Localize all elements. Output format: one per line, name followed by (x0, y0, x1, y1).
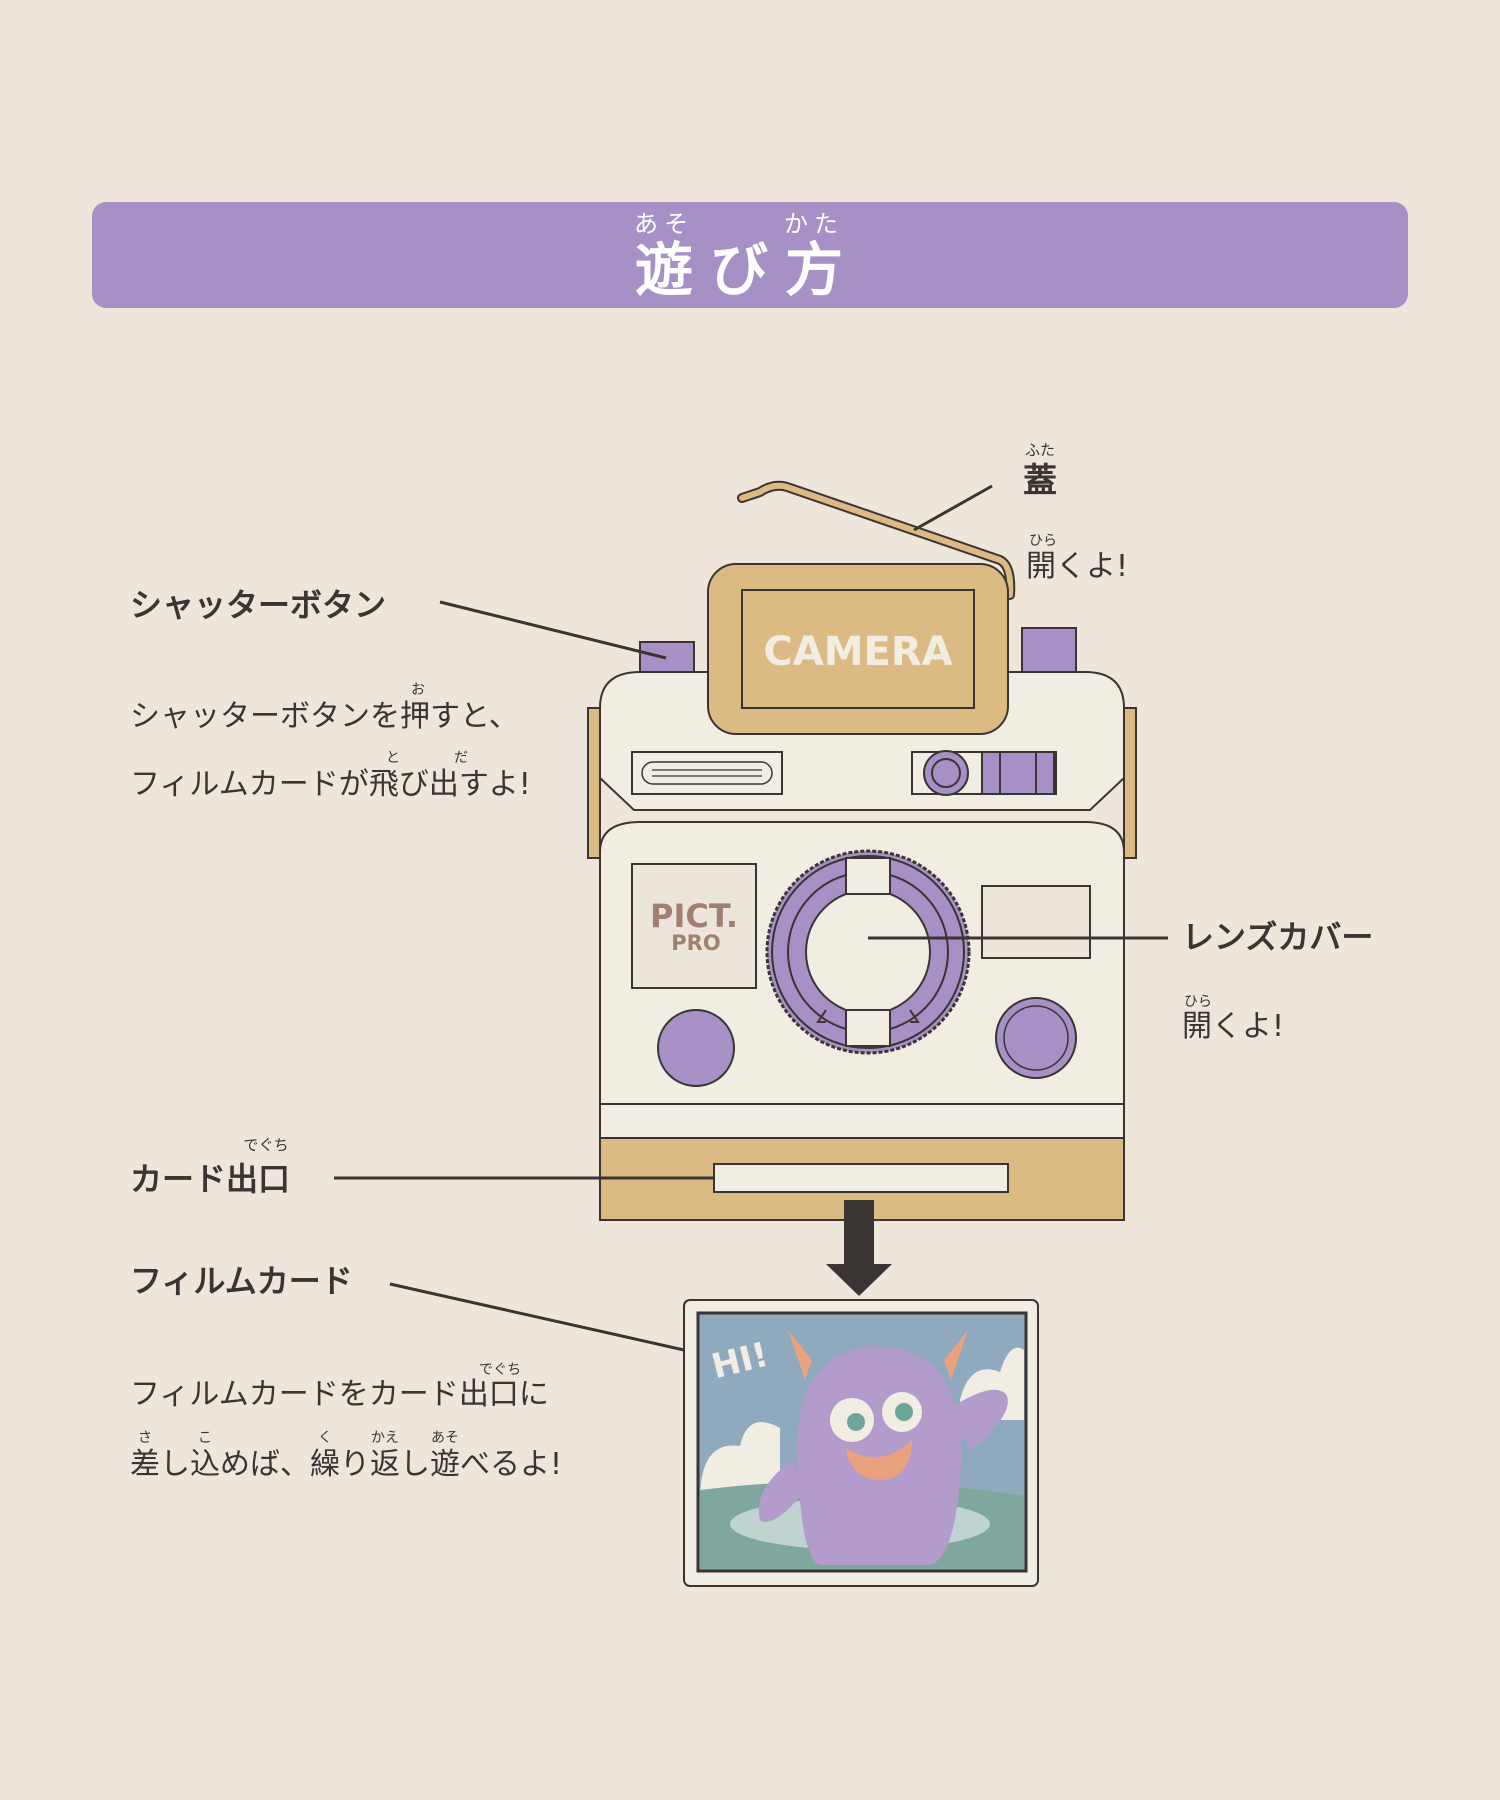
callout-lens: レンズカバー ひら 開くよ! (1182, 918, 1373, 1044)
flash-vent (631, 751, 783, 795)
lens-note-ruby: ひら (1184, 994, 1212, 1010)
shutter-title: シャッターボタン (130, 586, 386, 624)
header-ruby-3: かた (784, 210, 844, 238)
film-line2-ruby: さ (138, 1430, 152, 1446)
camera-lid-panel (741, 589, 975, 709)
lens-note-rest: くよ! (1212, 1009, 1284, 1044)
lid-title-ruby: ふた (1025, 441, 1055, 459)
lens-title: レンズカバー (1182, 918, 1373, 956)
callout-shutter: シャッターボタン お シャッターボタンを押すと、 と だ フィルムカードが飛び出… (130, 586, 531, 802)
lid-note-ruby: ひら (1029, 533, 1057, 549)
header-ruby-1: あそ (634, 210, 694, 238)
film-line1-ruby: でぐち (479, 1362, 521, 1378)
film-line2-segment: 込 (190, 1447, 220, 1482)
header: あそ かた 遊 び 方 (92, 202, 1408, 308)
shutter-line1-b: すと、 (430, 699, 519, 734)
film-line2-ruby: あそ (431, 1430, 459, 1446)
film-line2-segment: 繰 (310, 1447, 340, 1482)
shutter-line2-b: すよ! (459, 767, 531, 802)
film-line2-ruby: く (318, 1430, 332, 1446)
lid-note-rest: くよ! (1056, 549, 1128, 584)
header-title-char-2: び (710, 236, 768, 304)
slot-title-k: 出口 (226, 1160, 290, 1198)
callout-film: フィルムカード でぐち フィルムカードをカード出口に 差さし込こめば、繰くり返か… (130, 1262, 562, 1482)
header-title-char-1: 遊 (635, 236, 693, 304)
svg-text:開くよ!: 開くよ! (1182, 1009, 1284, 1044)
camera-illustration: CAMERA PICT. PRO (587, 480, 1137, 1221)
film-line2-segment: 返 (370, 1447, 400, 1482)
svg-text:シャッターボタンを押すと、: シャッターボタンを押すと、 (130, 699, 519, 734)
brand-sub: PRO (671, 931, 720, 955)
shutter-line1-ruby: お (411, 682, 425, 698)
leader-film (389, 1282, 685, 1352)
sensor-window (981, 885, 1091, 959)
shutter-line2-ruby2: だ (454, 750, 468, 766)
eject-arrow (826, 1200, 892, 1296)
callout-lid: ふた 蓋 ひら 開くよ! (1023, 441, 1128, 584)
film-line2-segment: めば、 (220, 1447, 310, 1482)
lid-note-kanji: 開 (1026, 549, 1056, 584)
leader-lid (913, 484, 993, 532)
film-line2-ruby: かえ (371, 1430, 399, 1446)
shutter-line2-m: び (399, 767, 429, 802)
brand-main: PICT. (650, 897, 738, 935)
monster (758, 1330, 1008, 1565)
top-right-button (1021, 627, 1077, 673)
shutter-button (639, 641, 695, 673)
film-line2: 差さし込こめば、繰くり返かえし遊あそべるよ! (130, 1430, 562, 1482)
film-line2-ruby: こ (198, 1430, 212, 1446)
side-tab-right (1123, 707, 1137, 859)
film-line2-segment: し (400, 1447, 430, 1482)
viewfinder-window (981, 751, 1055, 795)
brand-plate (631, 863, 757, 989)
camera-strip (599, 1103, 1125, 1139)
header-bar (92, 202, 1408, 308)
film-line2-segment: し (160, 1447, 190, 1482)
header-title-char-3: 方 (785, 236, 843, 304)
svg-text:フィルムカードをカード出口に: フィルムカードをカード出口に (130, 1377, 549, 1412)
film-line1-b: に (519, 1377, 549, 1412)
shutter-line2-a: フィルムカードが (130, 767, 369, 802)
round-button-left (657, 1009, 735, 1087)
callout-slot: でぐち カード出口 (130, 1136, 290, 1198)
lens-glass (805, 889, 931, 1015)
shutter-line2-ruby1: と (386, 750, 400, 766)
side-tab-left (587, 707, 601, 859)
camera-lid-label: CAMERA (763, 629, 952, 675)
film-line2-segment: べるよ! (460, 1447, 562, 1482)
slot-title-a: カード (130, 1160, 226, 1198)
svg-text:開くよ!: 開くよ! (1026, 549, 1128, 584)
lid-title: 蓋 (1023, 461, 1057, 501)
lens-note-kanji: 開 (1182, 1009, 1212, 1044)
leader-lines (334, 484, 1168, 1352)
svg-text:カード出口: カード出口 (130, 1160, 290, 1198)
svg-text:フィルムカードが飛び出すよ!: フィルムカードが飛び出すよ! (130, 767, 531, 802)
leader-shutter (439, 600, 667, 660)
round-button-right (995, 997, 1077, 1079)
shutter-line1-a: シャッターボタンを (130, 699, 400, 734)
film-line1-k: 出口 (459, 1377, 519, 1412)
film-card: HI! (683, 1299, 1039, 1587)
card-exit-slot (713, 1163, 1009, 1193)
film-line1-a: フィルムカードをカード (130, 1377, 459, 1412)
film-title: フィルムカード (130, 1262, 353, 1300)
shutter-line1-k: 押 (400, 699, 430, 734)
film-line2-segment: り (340, 1447, 370, 1482)
slot-title-ruby: でぐち (243, 1136, 288, 1154)
shutter-line2-k1: 飛 (369, 767, 399, 802)
film-line2-segment: 差 (130, 1447, 160, 1482)
film-line2-segment: 遊 (430, 1447, 460, 1482)
shutter-line2-k2: 出 (429, 767, 459, 802)
